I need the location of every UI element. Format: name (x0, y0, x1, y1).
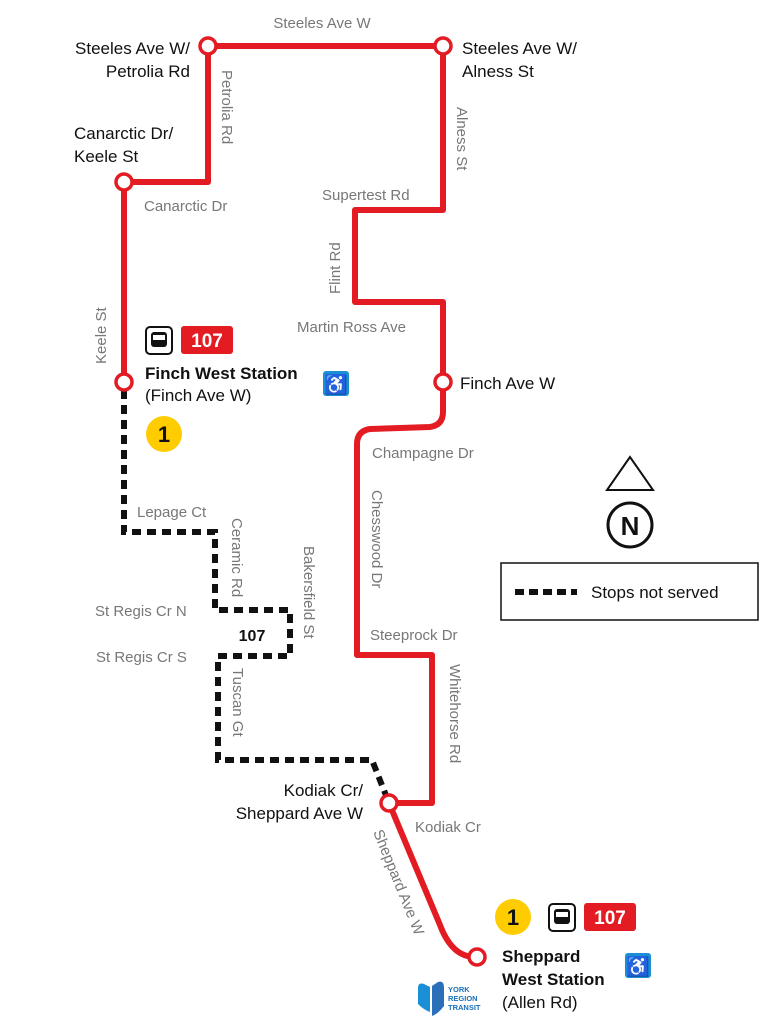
stop-finch-west-station[interactable] (114, 372, 134, 392)
station-sub: (Finch Ave W) (145, 386, 251, 405)
stop-label: Alness St (462, 62, 534, 81)
legend (500, 562, 759, 621)
street-label: Champagne Dr (372, 445, 474, 462)
street-label: St Regis Cr S (96, 649, 187, 666)
route-badge-label: 107 (191, 331, 223, 352)
street-label: Ceramic Rd (228, 518, 245, 597)
bus-icon (548, 903, 576, 932)
subway-line-icon (146, 416, 182, 452)
svg-text:YORK: YORK (448, 985, 470, 994)
york-region-transit-logo: YORK REGION TRANSIT (418, 981, 481, 1016)
stop-label: Sheppard Ave W (236, 804, 363, 823)
stop-markers (114, 36, 487, 967)
street-label: Steeprock Dr (370, 627, 458, 644)
stop-label: Steeles Ave W/ (462, 39, 577, 58)
stops-not-served-path (121, 390, 392, 805)
street-label: Alness St (453, 107, 470, 171)
accessible-icon: ♿ (625, 953, 651, 978)
stop-steeles-alness[interactable] (433, 36, 453, 56)
stop-steeles-petrolia[interactable] (198, 36, 218, 56)
route-badge-label: 107 (594, 908, 626, 929)
street-label: Tuscan Gt (229, 668, 246, 737)
street-label: Canarctic Dr (144, 198, 227, 215)
street-label: Keele St (93, 306, 110, 364)
station-name: Finch West Station (145, 364, 298, 383)
street-label: Flint Rd (327, 242, 344, 294)
street-label: Steeles Ave W (273, 15, 371, 32)
stop-kodiak-sheppard[interactable] (379, 793, 399, 813)
stop-label: Canarctic Dr/ (74, 124, 173, 143)
stop-finch-ave-w[interactable] (433, 372, 453, 392)
route-badge (181, 326, 233, 354)
station-name: West Station (502, 970, 605, 989)
legend-label: Stops not served (591, 583, 719, 602)
subway-line-label: 1 (507, 905, 519, 930)
street-label: Martin Ross Ave (297, 319, 406, 336)
subway-line-label: 1 (158, 422, 170, 447)
route-107-path (121, 43, 476, 960)
stop-canarctic-keele[interactable] (114, 172, 134, 192)
stop-label: Kodiak Cr/ (284, 781, 364, 800)
north-arrow-icon (605, 455, 655, 549)
street-label: Kodiak Cr (415, 819, 481, 836)
street-label: Petrolia Rd (218, 70, 235, 144)
street-label: Bakersfield St (300, 546, 317, 639)
stop-label: Steeles Ave W/ (75, 39, 190, 58)
detour-route-label: 107 (239, 628, 266, 645)
station-name: Sheppard (502, 947, 580, 966)
stop-label: Keele St (74, 147, 139, 166)
svg-text:REGION: REGION (448, 994, 478, 1003)
north-label: N (621, 511, 640, 541)
accessible-icon: ♿ (323, 371, 349, 396)
stop-label: Petrolia Rd (106, 62, 190, 81)
street-label: Lepage Ct (137, 504, 207, 521)
street-label: Supertest Rd (322, 187, 410, 204)
street-label: Chesswood Dr (368, 490, 385, 588)
stop-sheppard-west-station[interactable] (467, 947, 487, 967)
route-badge (584, 903, 636, 931)
street-label: Whitehorse Rd (446, 664, 463, 763)
subway-line-icon (495, 899, 531, 935)
street-label: Sheppard Ave W (369, 827, 427, 938)
station-sub: (Allen Rd) (502, 993, 578, 1012)
stop-label: Finch Ave W (460, 374, 555, 393)
bus-icon (145, 326, 173, 355)
svg-text:♿: ♿ (626, 955, 650, 978)
svg-text:♿: ♿ (324, 373, 348, 396)
svg-text:TRANSIT: TRANSIT (448, 1003, 481, 1012)
street-label: St Regis Cr N (95, 603, 187, 620)
